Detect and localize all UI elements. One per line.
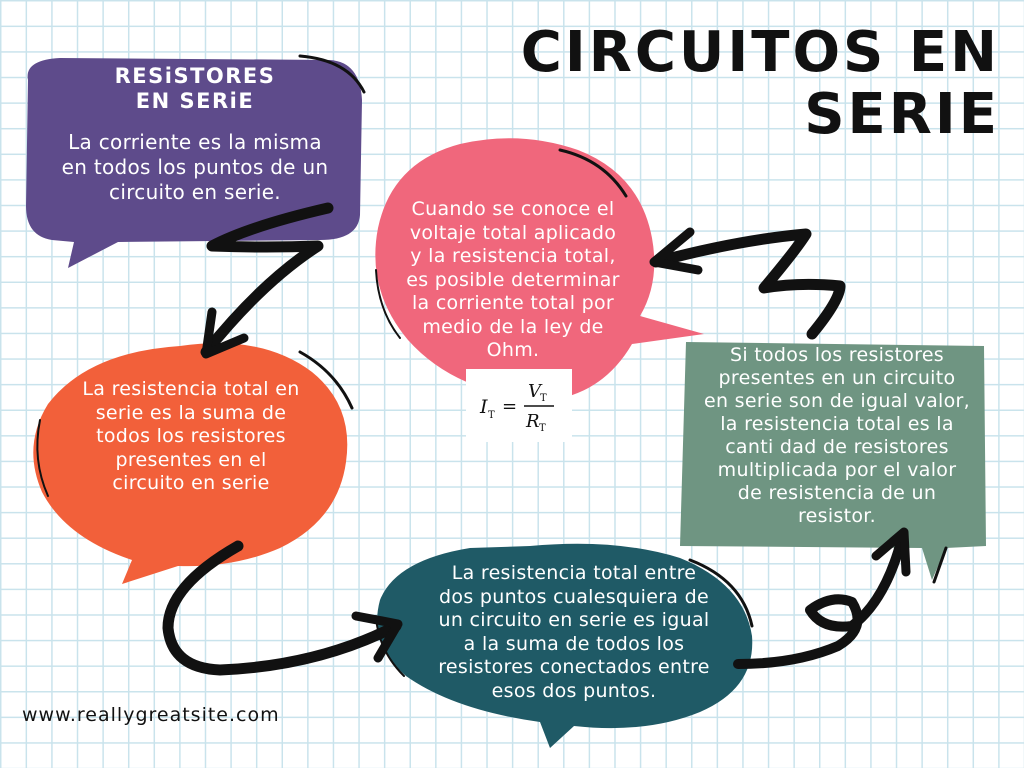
arrow-teal-to-green bbox=[733, 527, 911, 669]
arrow-purple-to-orange-shaft bbox=[200, 202, 334, 358]
teal-bubble-text: La resistencia total entre dos puntos cu… bbox=[438, 562, 710, 702]
orange-bubble bbox=[33, 343, 354, 584]
formula-lhs-var: I bbox=[479, 396, 488, 418]
orange-bubble-swoosh-2 bbox=[36, 419, 49, 497]
formula-denominator-var: R bbox=[525, 411, 540, 432]
teal-bubble-swoosh bbox=[688, 558, 754, 628]
orange-bubble-swoosh bbox=[298, 350, 354, 410]
page-title: CIRCUITOS EN SERIE bbox=[520, 20, 1000, 147]
purple-bubble-swoosh bbox=[298, 54, 366, 94]
arrow-purple-to-orange-head bbox=[201, 307, 249, 359]
green-bubble bbox=[680, 342, 986, 584]
formula-denominator-sub: T bbox=[539, 423, 546, 434]
arrow-green-to-pink-head bbox=[649, 227, 703, 275]
footer-url: www.reallygreatsite.com bbox=[22, 704, 280, 726]
ohm-formula: I T = V T R T bbox=[466, 369, 572, 442]
formula-equals: = bbox=[502, 396, 517, 417]
pink-bubble-text: Cuando se conoce el voltaje total aplica… bbox=[406, 198, 620, 361]
orange-bubble-text: La resistencia total en serie es la suma… bbox=[82, 378, 300, 494]
arrow-orange-to-teal-shaft bbox=[162, 540, 402, 676]
ohm-formula-graphic: I T = V T R T bbox=[479, 381, 554, 434]
formula-numerator-var: V bbox=[528, 381, 543, 402]
green-bubble-shape bbox=[680, 342, 986, 580]
arrow-teal-to-green-shaft bbox=[733, 533, 907, 669]
teal-bubble-shape bbox=[377, 543, 753, 748]
arrow-green-to-pink bbox=[649, 227, 846, 340]
arrow-green-to-pink-shaft bbox=[650, 228, 846, 340]
green-bubble-swoosh bbox=[932, 546, 948, 584]
pink-bubble bbox=[375, 138, 704, 400]
formula-numerator-sub: T bbox=[540, 393, 547, 404]
arrow-purple-to-orange bbox=[200, 202, 334, 359]
orange-bubble-shape bbox=[33, 343, 348, 584]
pink-bubble-shape bbox=[375, 138, 704, 400]
arrow-teal-to-green-head bbox=[871, 527, 911, 577]
arrow-orange-to-teal bbox=[162, 540, 403, 676]
pink-bubble-swoosh bbox=[558, 148, 628, 198]
purple-bubble-text: La corriente es la misma en todos los pu… bbox=[61, 130, 329, 204]
formula-lhs-sub: T bbox=[488, 410, 495, 421]
green-bubble-text: Si todos los resistores presentes en un … bbox=[704, 344, 970, 527]
arrow-orange-to-teal-head bbox=[351, 611, 403, 663]
pink-bubble-swoosh-2 bbox=[375, 269, 401, 339]
purple-bubble-heading: RESiSTORES EN SERiE bbox=[114, 64, 276, 113]
